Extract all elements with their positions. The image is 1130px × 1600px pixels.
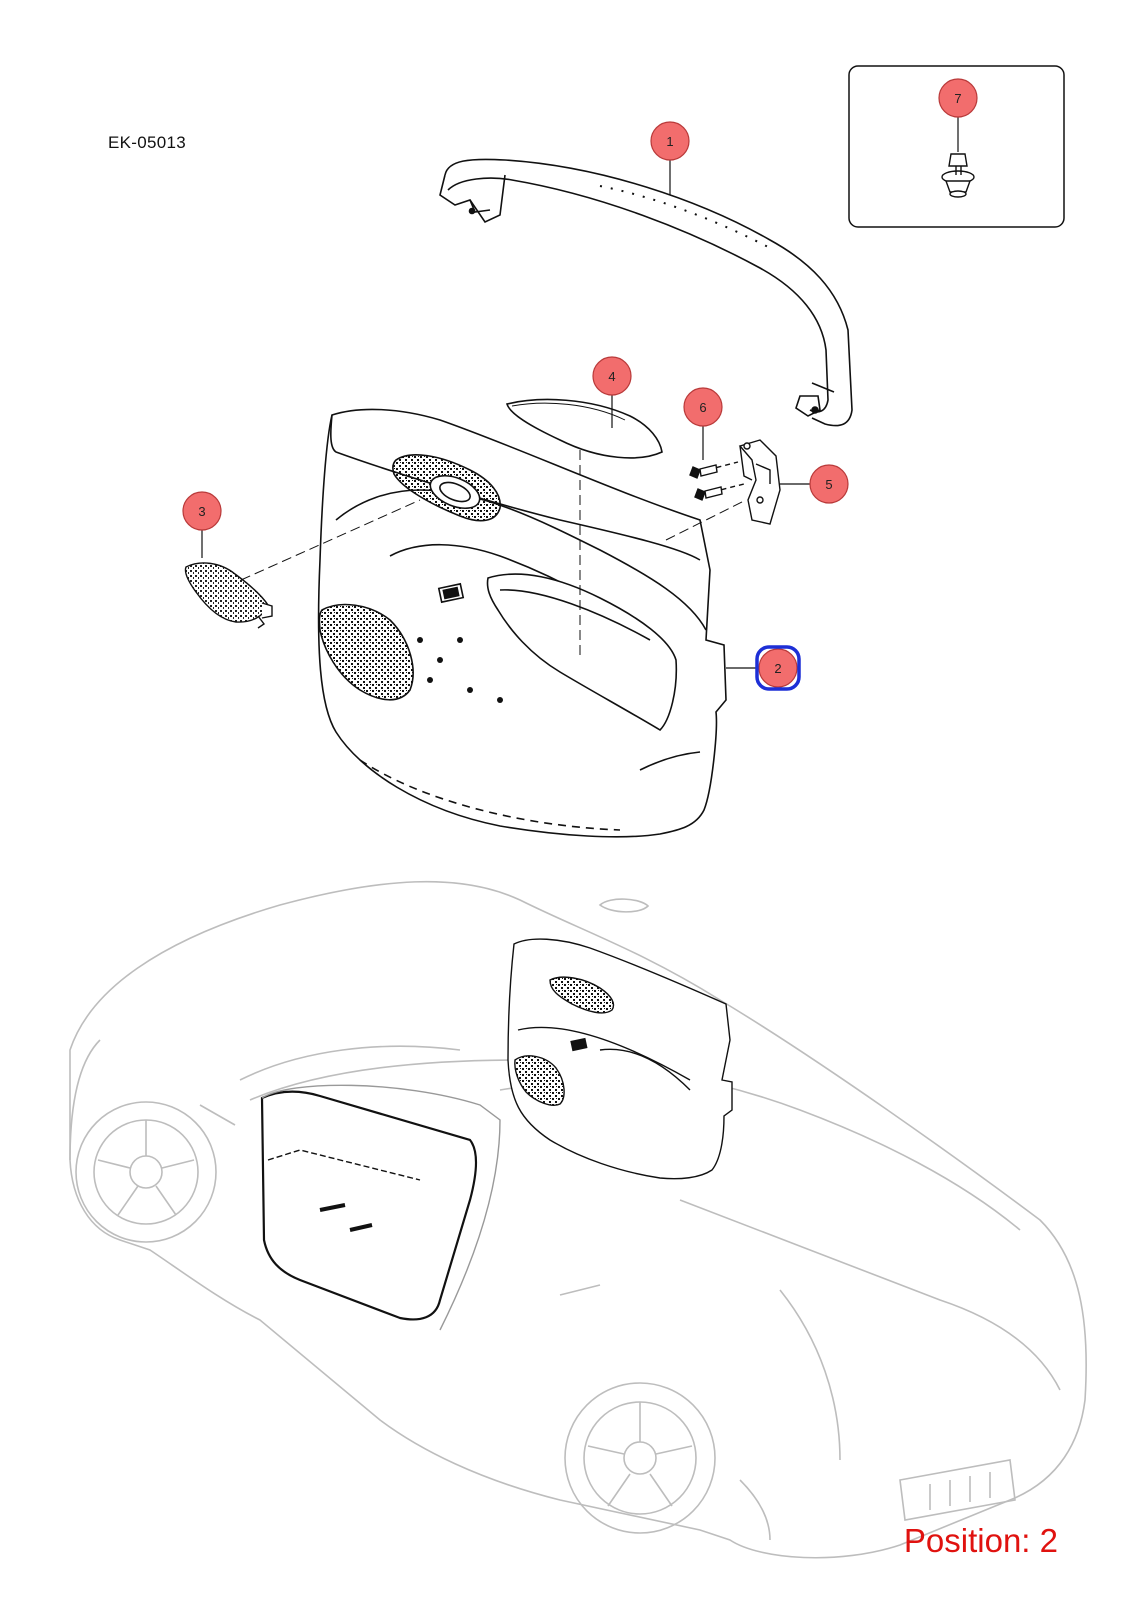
- position-label: Position: 2: [903, 1522, 1058, 1559]
- callout-2[interactable]: 2: [755, 645, 801, 691]
- callout-6[interactable]: 6: [683, 387, 723, 427]
- callout-7[interactable]: 7: [938, 78, 978, 118]
- door-opening-on-vehicle: [260, 1090, 478, 1321]
- leader-lines: [201, 111, 959, 669]
- vehicle-outline: [69, 880, 1087, 1559]
- speaker-grille-part-3: [184, 562, 273, 629]
- assembly-lines: [240, 450, 747, 660]
- trim-insert-part-4: [505, 398, 663, 459]
- callout-4-label: 4: [608, 369, 615, 384]
- callout-3-label: 3: [198, 504, 205, 519]
- upper-trim-rail-part-1: [439, 158, 853, 427]
- detail-inset-box: [848, 65, 1065, 228]
- callout-1-label: 1: [666, 134, 673, 149]
- callout-4[interactable]: 4: [592, 356, 632, 396]
- callout-2-label: 2: [774, 661, 781, 676]
- callout-7-label: 7: [954, 91, 961, 106]
- door-frame-on-vehicle: [261, 1084, 501, 1331]
- clip-fastener-part-7: [941, 153, 975, 198]
- document-code: EK-05013: [108, 133, 187, 152]
- callout-5-label: 5: [825, 477, 832, 492]
- door-panel-on-vehicle: [507, 938, 733, 1180]
- screws-part-6: [689, 461, 745, 501]
- callout-1[interactable]: 1: [650, 121, 690, 161]
- callout-2-highlight: [755, 645, 801, 691]
- callout-6-label: 6: [699, 400, 706, 415]
- callout-3[interactable]: 3: [182, 491, 222, 531]
- mounting-bracket-part-5: [738, 439, 781, 525]
- callout-5[interactable]: 5: [809, 464, 849, 504]
- door-trim-panel-part-2: [317, 408, 727, 838]
